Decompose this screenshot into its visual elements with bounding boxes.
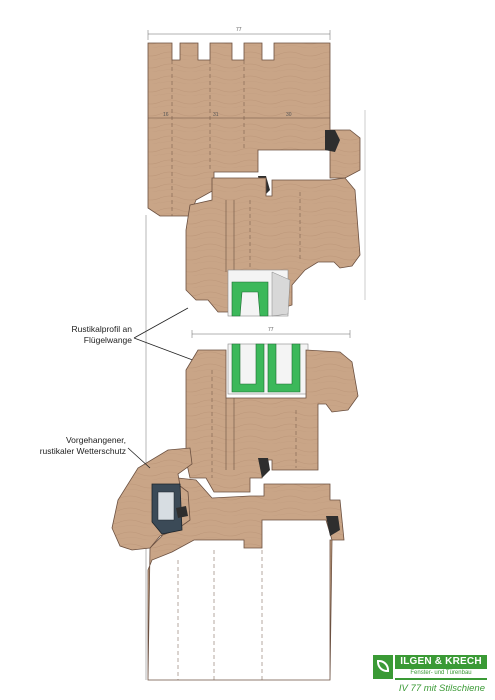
dim-seg-c: 30 <box>286 112 292 118</box>
dimension-lower: 77 <box>191 327 351 338</box>
brand-name: ILGEN & KRECH <box>395 655 487 669</box>
sash-bottom <box>185 349 359 493</box>
callout-rustic-profile: Rustikalprofil an Flügelwange <box>71 324 132 345</box>
frame-bottom <box>147 477 345 681</box>
brand-subtitle: Fenster- und Türenbau <box>395 669 487 680</box>
glazing-bead-bottom-1 <box>231 343 265 393</box>
dimension-top: 77 <box>147 27 331 40</box>
callout-line-1b <box>133 337 199 363</box>
leaf-icon <box>373 655 393 679</box>
dim-seg-a: 16 <box>163 112 169 118</box>
seal-top-1 <box>325 130 340 152</box>
dimension-top-label: 77 <box>236 27 242 33</box>
callout-line-1 <box>133 307 189 339</box>
glazing-bead-bottom-2 <box>267 343 301 393</box>
drawing-caption: IV 77 mit Stilschiene <box>398 683 485 694</box>
seal-bottom-1 <box>258 458 270 478</box>
brand-logo: ILGEN & KRECH Fenster- und Türenbau <box>373 655 488 681</box>
callout-line-2 <box>127 447 151 469</box>
dimension-lower-label: 77 <box>268 327 274 333</box>
callout-weather-protection: Vorgehangener, rustikaler Wetterschutz <box>39 435 126 456</box>
seal-bottom-2 <box>326 516 340 536</box>
glazing-bead-top <box>231 281 269 317</box>
dim-seg-b: 31 <box>213 112 219 118</box>
